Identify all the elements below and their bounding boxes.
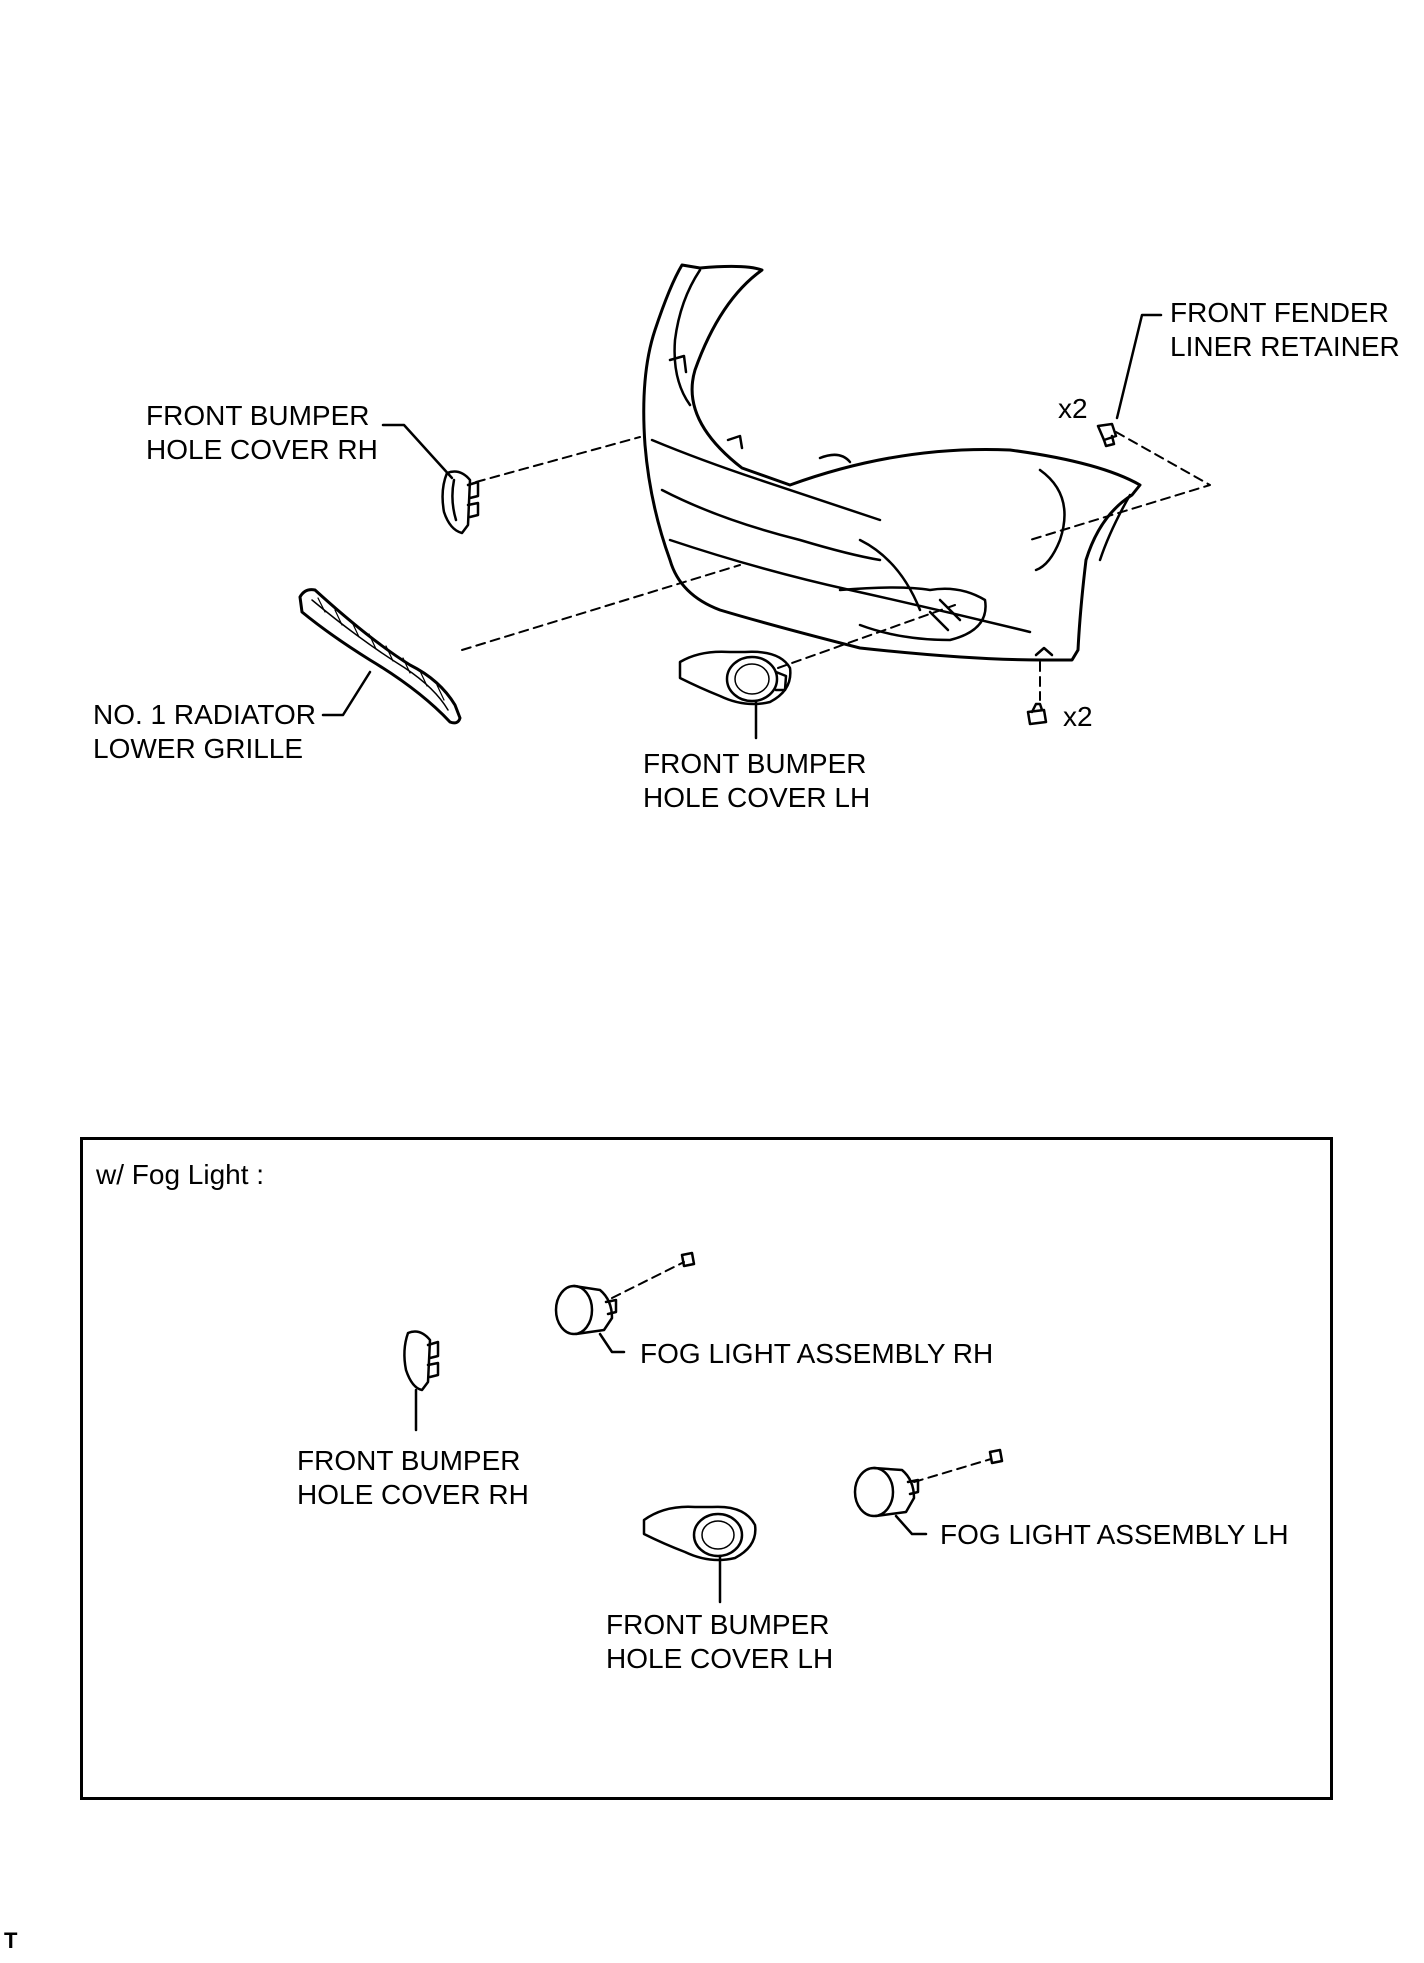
retainer-top-part: [1096, 422, 1118, 448]
retainer-bottom-part: [1026, 702, 1048, 726]
inset-title: w/ Fog Light :: [96, 1159, 265, 1190]
label-front-fender-liner-retainer: FRONT FENDER LINER RETAINER: [1170, 297, 1400, 362]
label-fog-light-assembly-rh: FOG LIGHT ASSEMBLY RH: [640, 1338, 994, 1369]
inset-hole-cover-lh-part: [642, 1505, 757, 1562]
label-front-bumper-hole-cover-rh: FRONT BUMPER HOLE COVER RH: [146, 400, 378, 465]
corner-mark: T: [4, 1928, 18, 1953]
inset-fog-light-lh-part: [853, 1466, 920, 1518]
label-inset-hole-cover-lh: FRONT BUMPER HOLE COVER LH: [606, 1609, 834, 1674]
label-fog-light-assembly-lh: FOG LIGHT ASSEMBLY LH: [940, 1519, 1289, 1550]
front-bumper-cover: [642, 263, 1142, 662]
fog-light-inset-box: [80, 1137, 1333, 1800]
label-inset-hole-cover-rh: FRONT BUMPER HOLE COVER RH: [297, 1445, 529, 1510]
label-no1-radiator-lower-grille: NO. 1 RADIATOR LOWER GRILLE: [93, 699, 317, 764]
inset-fog-light-rh-part: [554, 1284, 618, 1336]
label-qty-retainer-bottom: x2: [1063, 701, 1093, 732]
hole-cover-lh-part: [678, 650, 792, 706]
inset-hole-cover-rh-part: [403, 1330, 440, 1392]
label-qty-retainer-top: x2: [1058, 393, 1088, 424]
radiator-lower-grille-part: [298, 588, 462, 725]
hole-cover-rh-part: [441, 470, 480, 535]
label-front-bumper-hole-cover-lh: FRONT BUMPER HOLE COVER LH: [643, 748, 871, 813]
